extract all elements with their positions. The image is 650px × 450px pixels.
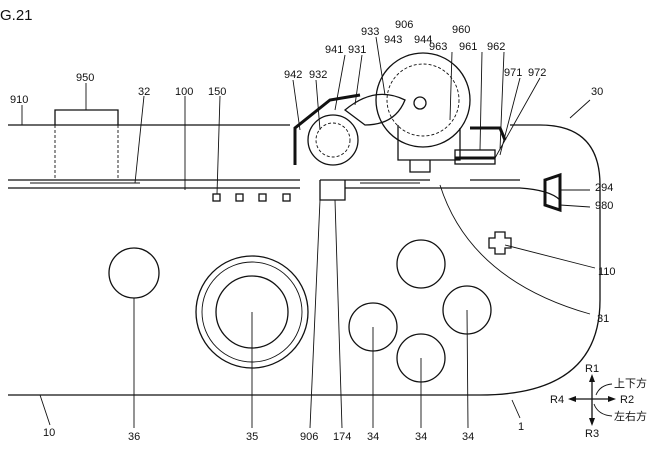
reference-label: 1: [518, 421, 524, 433]
reference-label: 950: [76, 72, 94, 84]
r4-label: R4: [550, 394, 564, 406]
reference-label: 941: [325, 44, 343, 56]
reference-label: 34: [415, 431, 427, 443]
reference-label: 32: [138, 86, 150, 98]
reference-label: 34: [367, 431, 379, 443]
reference-label: 942: [284, 69, 302, 81]
reference-label: 931: [348, 44, 366, 56]
button-36: [108, 247, 160, 299]
reference-label: 963: [429, 41, 447, 53]
reference-label: 35: [246, 431, 258, 443]
reference-label: 31: [597, 313, 609, 325]
leader-lines: [21, 36, 596, 429]
figure-title: G.21: [0, 7, 33, 24]
housing-outline: [8, 109, 601, 396]
r3-label: R3: [585, 428, 599, 440]
reference-label: 980: [595, 200, 613, 212]
reference-label: 944: [414, 34, 432, 46]
reference-label: 962: [487, 41, 505, 53]
reference-label: 960: [452, 24, 470, 36]
reference-labels: 910 950 32 100 150 942 932 941 931 933 9…: [10, 19, 616, 443]
r1-label: R1: [585, 363, 599, 375]
reference-label: 34: [462, 431, 474, 443]
r2-label: R2: [620, 394, 634, 406]
button-mechanism: [293, 52, 562, 213]
reference-label: 30: [591, 86, 603, 98]
reference-label: 150: [208, 86, 226, 98]
dpad-110: [488, 231, 512, 255]
direction-legend: R1 R2 R3 R4 上下方 左右方: [550, 363, 647, 440]
reference-label: 906: [300, 431, 318, 443]
reference-label: 294: [595, 182, 613, 194]
reference-label: 932: [309, 69, 327, 81]
reference-label: 933: [361, 26, 379, 38]
reference-label: 906: [395, 19, 413, 31]
reference-label: 972: [528, 67, 546, 79]
reference-label: 174: [333, 431, 351, 443]
horizontal-direction-label: 左右方: [614, 409, 647, 423]
reference-label: 100: [175, 86, 193, 98]
indicator-lamps: [212, 193, 291, 202]
reference-label: 971: [504, 67, 522, 79]
action-buttons-34: [348, 239, 492, 383]
vertical-direction-label: 上下方: [614, 376, 647, 390]
reference-label: 10: [43, 427, 55, 439]
reference-label: 36: [128, 431, 140, 443]
reference-label: 910: [10, 94, 28, 106]
reference-label: 961: [459, 41, 477, 53]
reference-label: 110: [598, 266, 616, 278]
reference-label: 943: [384, 34, 402, 46]
